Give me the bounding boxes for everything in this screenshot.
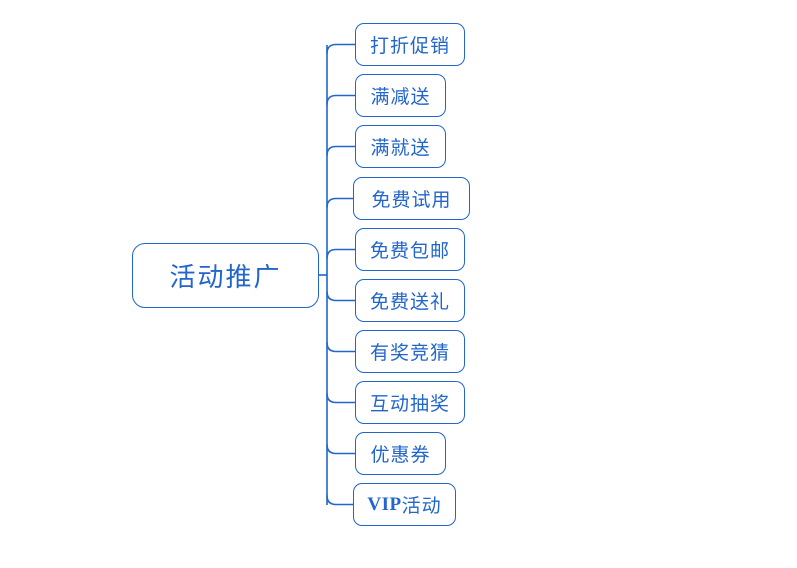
child-node-label-9-latin: VIP	[367, 493, 402, 515]
child-node-5[interactable]: 免费送礼	[355, 279, 465, 322]
child-node-label-5: 免费送礼	[369, 292, 450, 313]
child-node-4[interactable]: 免费包邮	[355, 228, 465, 271]
child-node-6[interactable]: 有奖竞猜	[355, 330, 465, 373]
child-node-0[interactable]: 打折促销	[355, 23, 465, 66]
child-node-label-0: 打折促销	[369, 36, 450, 57]
child-node-2[interactable]: 满就送	[355, 125, 446, 168]
child-node-label-6: 有奖竞猜	[369, 343, 450, 364]
child-node-label-4: 免费包邮	[369, 241, 450, 262]
child-node-3[interactable]: 免费试用	[353, 177, 470, 220]
child-node-label-2: 满就送	[370, 138, 431, 159]
child-node-label-1: 满减送	[370, 87, 431, 108]
root-node-label: 活动推广	[169, 262, 282, 292]
root-node[interactable]: 活动推广	[132, 243, 319, 308]
child-node-8[interactable]: 优惠券	[355, 432, 446, 475]
child-node-1[interactable]: 满减送	[355, 74, 446, 117]
child-node-label-3: 免费试用	[371, 190, 452, 211]
child-node-7[interactable]: 互动抽奖	[355, 381, 465, 424]
child-node-label-9-cjk: 活动	[401, 496, 442, 517]
child-node-label-7: 互动抽奖	[369, 394, 450, 415]
child-node-label-8: 优惠券	[370, 445, 431, 466]
